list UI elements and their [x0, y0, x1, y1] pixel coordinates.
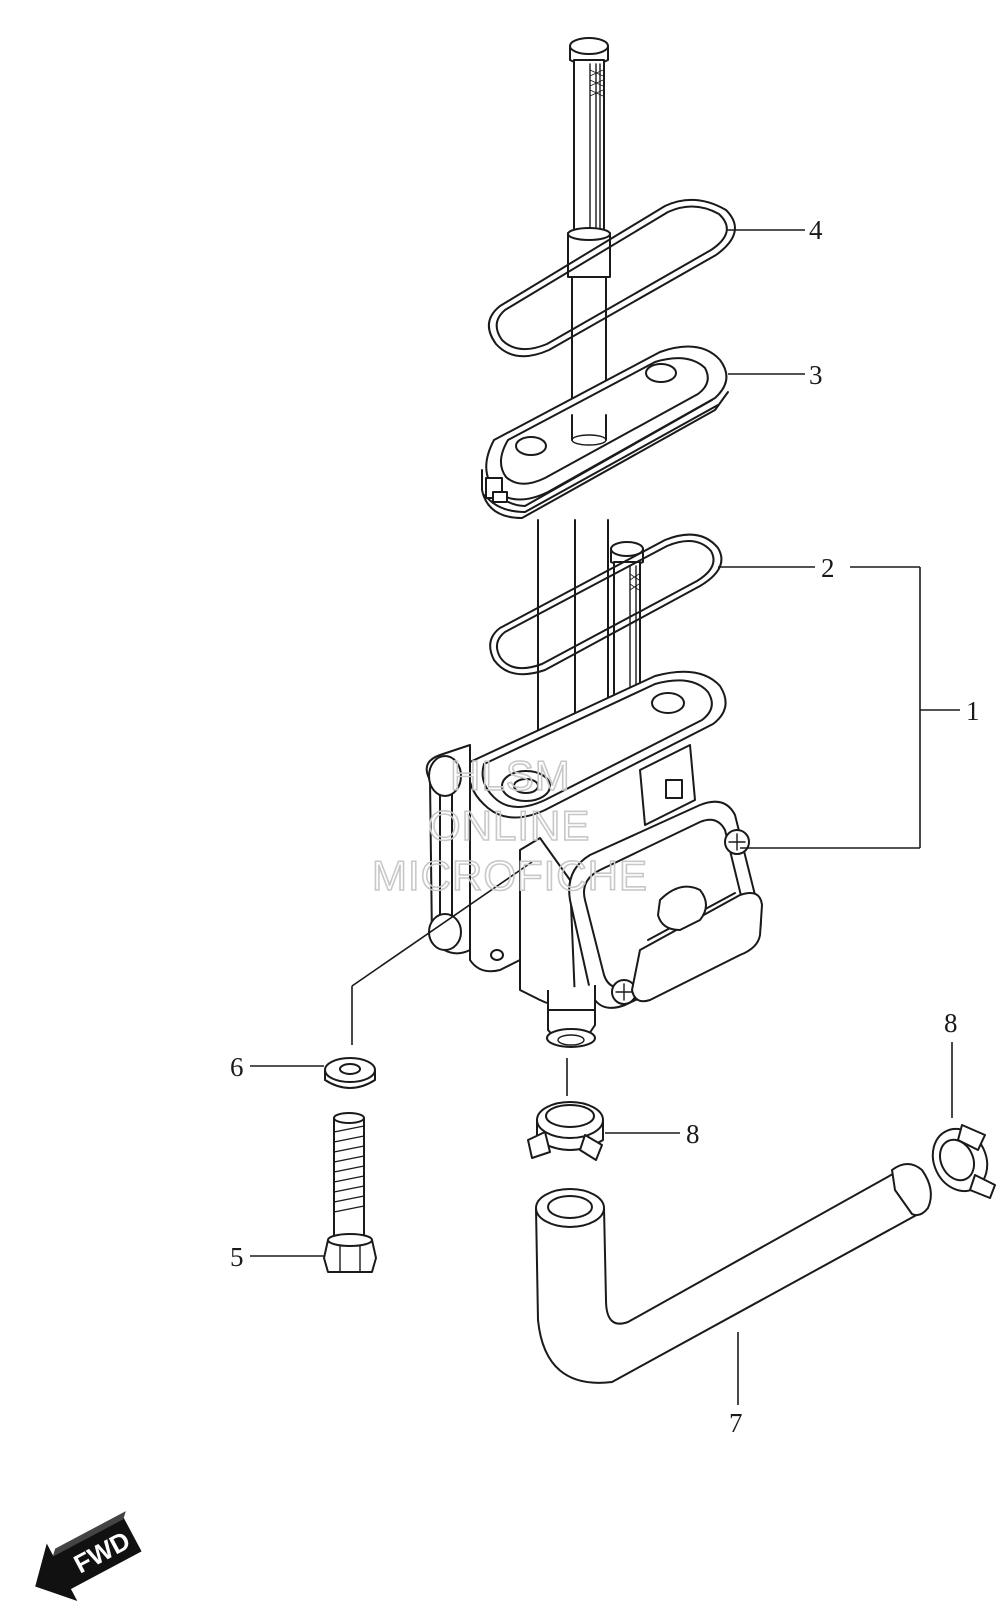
fwd-direction-badge: FWD [35, 1511, 142, 1601]
leader-lines [250, 229, 960, 1257]
watermark-line-3: MICROFICHE [372, 852, 648, 899]
callout-2: 2 [821, 553, 835, 583]
callout-8-left: 8 [686, 1119, 700, 1149]
watermark-line-1: HLSM [450, 752, 571, 799]
part-5-bolt [323, 1112, 377, 1273]
watermark: HLSM ONLINE MICROFICHE [371, 751, 648, 900]
callout-5: 5 [230, 1242, 244, 1272]
callout-1: 1 [966, 696, 980, 726]
part-1-fuel-cock-body [351, 670, 763, 1048]
watermark-line-2: ONLINE [428, 802, 590, 849]
callout-numbers: 4 3 2 1 6 5 8 8 7 [230, 215, 980, 1438]
callout-7: 7 [729, 1408, 743, 1438]
callout-3: 3 [809, 360, 823, 390]
fwd-arrow-icon [35, 1517, 142, 1601]
part-4-strainer-oring [488, 37, 736, 411]
part-7-hose [535, 1163, 932, 1405]
callout-6: 6 [230, 1052, 244, 1082]
part-2-oring-strainer [489, 519, 723, 741]
part-6-washer [324, 986, 376, 1089]
callout-8-right: 8 [944, 1008, 958, 1038]
part-8-clamp-left [527, 1058, 604, 1161]
part-3-gasket [481, 345, 729, 519]
part-8-clamp-right [931, 1042, 996, 1199]
callout-4: 4 [809, 215, 823, 245]
